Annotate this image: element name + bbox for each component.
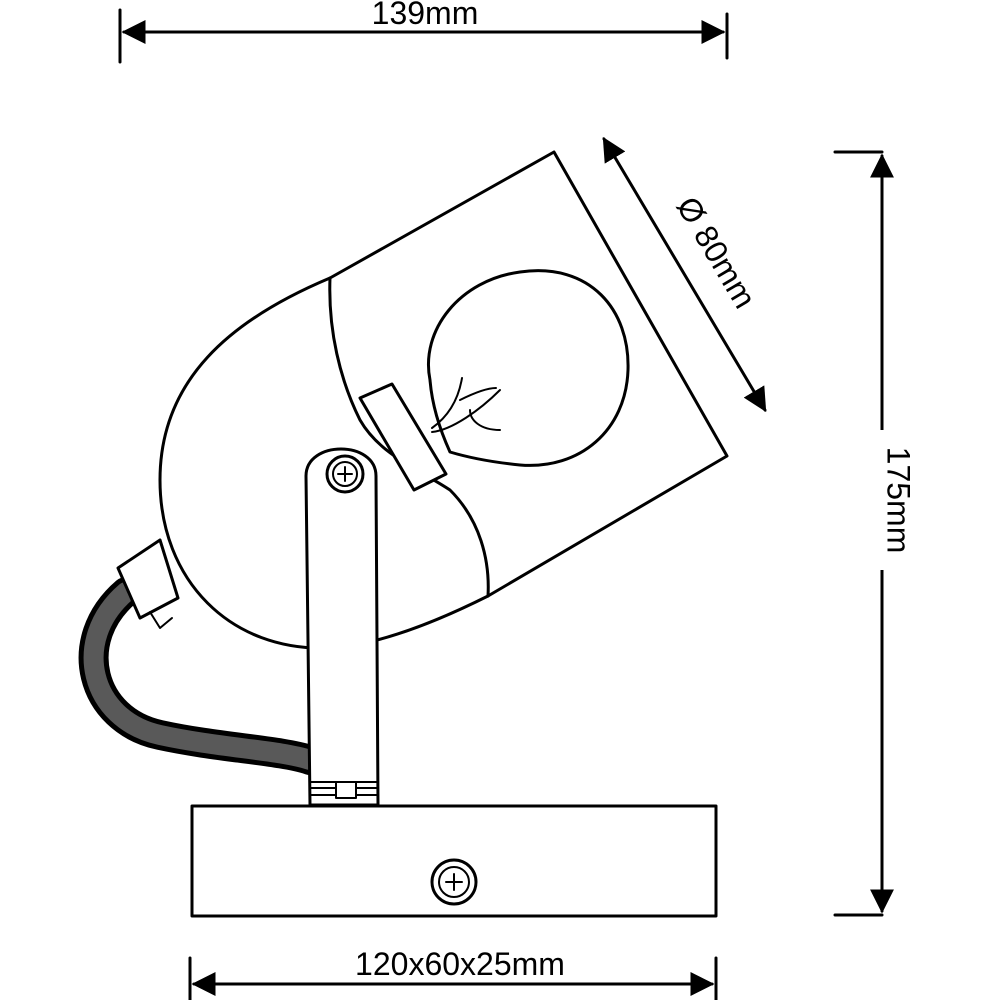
dimension-top: 139mm <box>118 0 729 64</box>
braided-cable <box>78 577 325 775</box>
pivot-screw-icon <box>325 454 365 494</box>
dimension-label-height: 175mm <box>881 447 917 554</box>
dimension-bottom: 120x60x25mm <box>188 946 718 1000</box>
dimension-label-diameter: Ø 80mm <box>670 190 764 314</box>
base-screw-icon <box>430 858 478 906</box>
lamp-arm <box>304 447 380 807</box>
lamp-head <box>116 150 729 650</box>
dimension-right: 175mm <box>833 150 920 917</box>
dimension-label-base: 120x60x25mm <box>355 946 565 982</box>
bulb-icon <box>358 269 630 492</box>
dimension-label-width: 139mm <box>372 0 479 31</box>
